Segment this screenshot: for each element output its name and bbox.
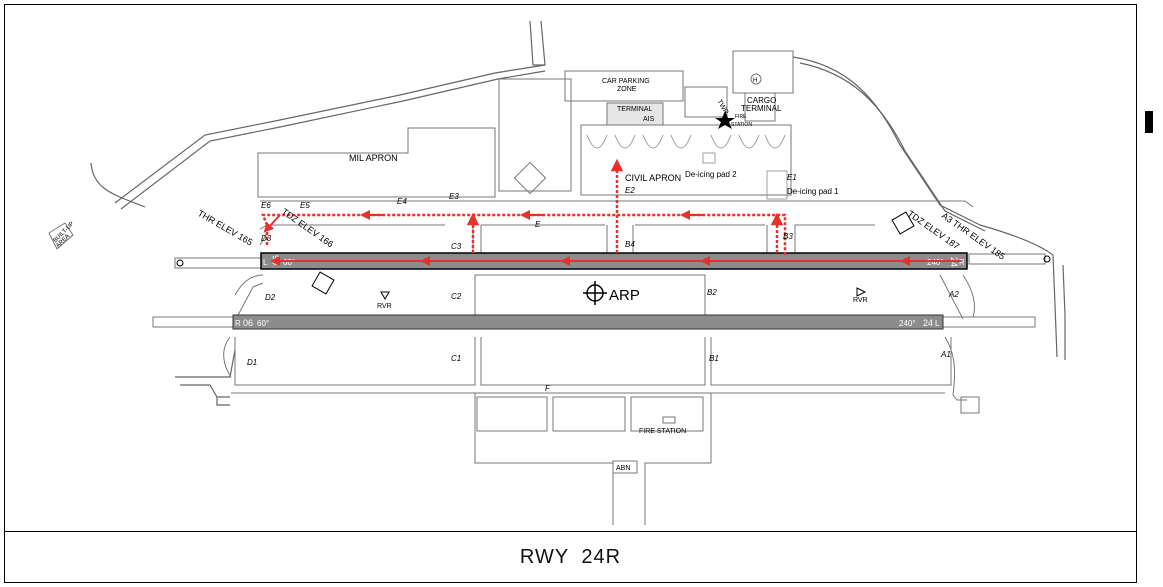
perimeter-roads: [90, 20, 1066, 406]
tower-star-icon: [715, 111, 735, 129]
twy-c2: C2: [451, 292, 462, 301]
twy-e4: E4: [397, 197, 407, 206]
terminal-complex: [564, 50, 794, 196]
station-label: STATION: [731, 122, 752, 128]
rwy-06r-label: 06: [243, 318, 253, 328]
edge-marker: [1145, 111, 1153, 133]
twy-d1: D1: [247, 358, 257, 367]
twy-c3: C3: [451, 242, 462, 251]
hdg-60-north: 60°: [283, 258, 295, 267]
fire-label: FIRE: [735, 114, 747, 120]
navaid-east-icon: [891, 211, 915, 235]
rwy-24l-label: 24: [923, 318, 933, 328]
cargo-label: CARGO: [747, 96, 776, 105]
twy-e2: E2: [625, 186, 635, 195]
cargo-label-2: TERMINAL: [741, 104, 782, 113]
runway-south: [152, 314, 1036, 330]
twy-e5: E5: [300, 201, 310, 210]
civil-apron-stands: [586, 134, 788, 200]
taxiway-labels: E6 E5 E4 E3 E E2 E1 D3 D2 D1 C3 C2 C1 B4…: [247, 173, 959, 393]
twy-d2: D2: [265, 293, 276, 302]
ais-label: AIS: [643, 116, 655, 123]
car-parking-label: CAR PARKING: [602, 78, 650, 85]
runway-24l-surface: [232, 314, 944, 330]
rwy-24r-label: 24: [949, 257, 959, 267]
twy-a2: A2: [948, 290, 959, 299]
deicing-pad-2-label: De-icing pad 2: [685, 170, 737, 179]
rwy-06l-label: 06: [271, 255, 281, 265]
hdg-240-north: 240°: [927, 258, 944, 267]
mil-apron-label: MIL APRON: [349, 153, 398, 163]
terminal-label: TERMINAL: [617, 106, 653, 113]
twy-b2: B2: [707, 288, 717, 297]
rvr-east-icon: [856, 287, 867, 297]
rwy-24r-letter: R: [959, 258, 965, 267]
rvr-east-label: RVR: [853, 297, 868, 304]
twy-a1: A1: [940, 350, 951, 359]
rwy-24l-letter: L: [935, 319, 940, 328]
thr-elev-left-label: THR ELEV 165: [196, 208, 254, 247]
aerodrome-map: BUILT-UP AREA MIL APRON CAR PARKING ZONE…: [48, 20, 1066, 525]
navaid-west-icon: [311, 271, 335, 295]
twy-b4: B4: [625, 240, 635, 249]
abn-label: ABN: [616, 465, 630, 472]
taxi-route: [261, 158, 961, 266]
twy-e: E: [535, 220, 541, 229]
car-parking-label-2: ZONE: [617, 86, 637, 93]
twy-c1: C1: [451, 354, 461, 363]
caption-panel: RWY 24R: [4, 531, 1137, 583]
aerodrome-chart: BUILT-UP AREA MIL APRON CAR PARKING ZONE…: [4, 4, 1137, 532]
rwy-06r-letter: R: [235, 319, 241, 328]
twy-b1: B1: [709, 354, 719, 363]
arp-symbol: [583, 281, 607, 305]
built-up-area: BUILT-UP AREA: [48, 221, 76, 250]
mil-apron: [257, 78, 572, 198]
twy-d3: D3: [261, 234, 272, 243]
twy-e3: E3: [449, 192, 459, 201]
arp-label: ARP: [609, 287, 640, 304]
twy-f: F: [545, 384, 551, 393]
runway-caption: RWY 24R: [519, 545, 622, 568]
fire-station-label: FIRE STATION: [639, 428, 686, 435]
heliport-label: H: [753, 78, 757, 84]
taxiway-system: [223, 200, 980, 525]
hdg-240-south: 240°: [899, 319, 916, 328]
rwy-06l-letter: L: [263, 258, 268, 267]
twy-e6: E6: [261, 201, 271, 210]
hdg-60-south: 60°: [257, 319, 269, 328]
twy-e1: E1: [787, 173, 797, 182]
deicing-pad-1-label: De-icing pad 1: [787, 187, 839, 196]
rvr-west-icon: [380, 291, 390, 301]
twy-b3: B3: [783, 232, 793, 241]
civil-apron-label: CIVIL APRON: [625, 173, 681, 183]
rvr-west-label: RVR: [377, 303, 392, 310]
tdz-elev-left-label: TDZ ELEV 166: [280, 206, 335, 249]
